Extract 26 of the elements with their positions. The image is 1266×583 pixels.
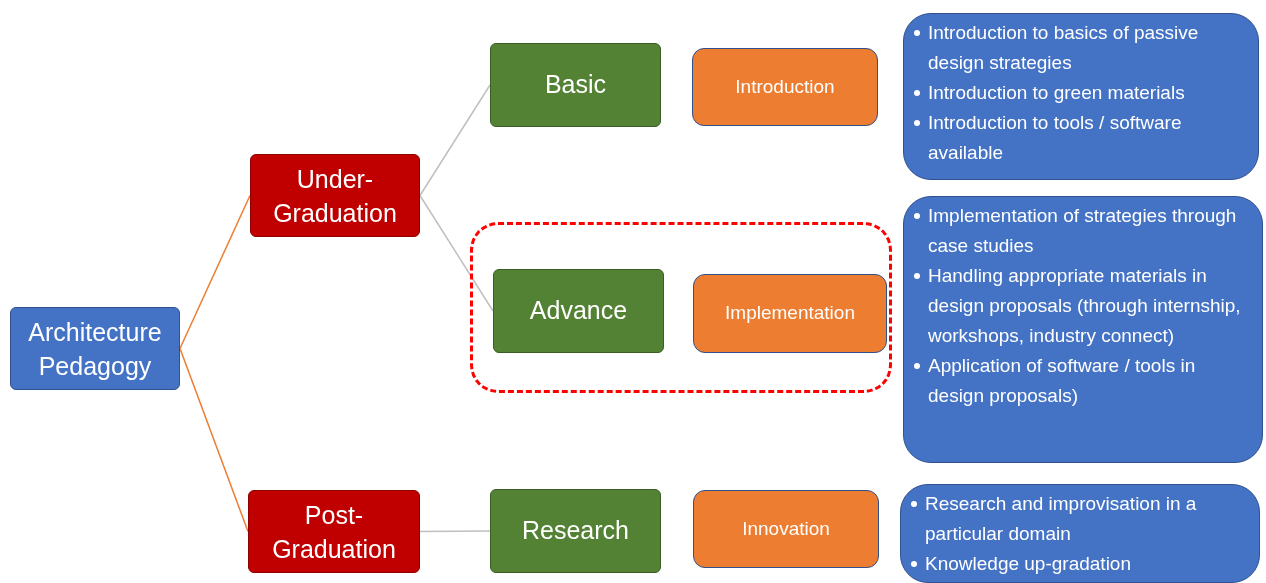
root-box: Architecture Pedagogy bbox=[10, 307, 180, 390]
bullet-text: Introduction to basics of passive design strategies bbox=[928, 22, 1199, 73]
description-box bbox=[903, 13, 1259, 180]
bullet-text: Implementation of strategies through case studies bbox=[928, 205, 1237, 256]
level-box: Under-Graduation bbox=[250, 154, 420, 237]
phase-box: Introduction bbox=[692, 48, 878, 126]
bullet-text: Handling appropriate materials in design proposals (through internship, workshops, industry connect) bbox=[928, 265, 1241, 346]
stage-box: Advance bbox=[493, 269, 664, 353]
connector-line bbox=[179, 347, 249, 533]
phase-box: Implementation bbox=[693, 274, 887, 353]
connector-line bbox=[419, 530, 491, 533]
level-box: Post-Graduation bbox=[248, 490, 420, 573]
bullet-text: Introduction to green materials bbox=[928, 82, 1185, 103]
connector-line bbox=[419, 84, 491, 197]
description-box bbox=[900, 484, 1260, 583]
phase-box: Innovation bbox=[693, 490, 879, 568]
stage-box: Basic bbox=[490, 43, 661, 127]
bullet-text: Application of software / tools in design proposals) bbox=[928, 355, 1196, 406]
connector-line bbox=[419, 194, 494, 312]
bullet-text: Introduction to tools / software available bbox=[928, 112, 1182, 163]
stage-box: Research bbox=[490, 489, 661, 573]
bullet-text: Knowledge up-gradation bbox=[925, 553, 1131, 574]
description-box bbox=[903, 196, 1263, 463]
connector-line bbox=[179, 194, 251, 350]
bullet-text: Research and improvisation in a particular domain bbox=[925, 493, 1197, 544]
dashed-highlight-frame bbox=[470, 222, 892, 393]
